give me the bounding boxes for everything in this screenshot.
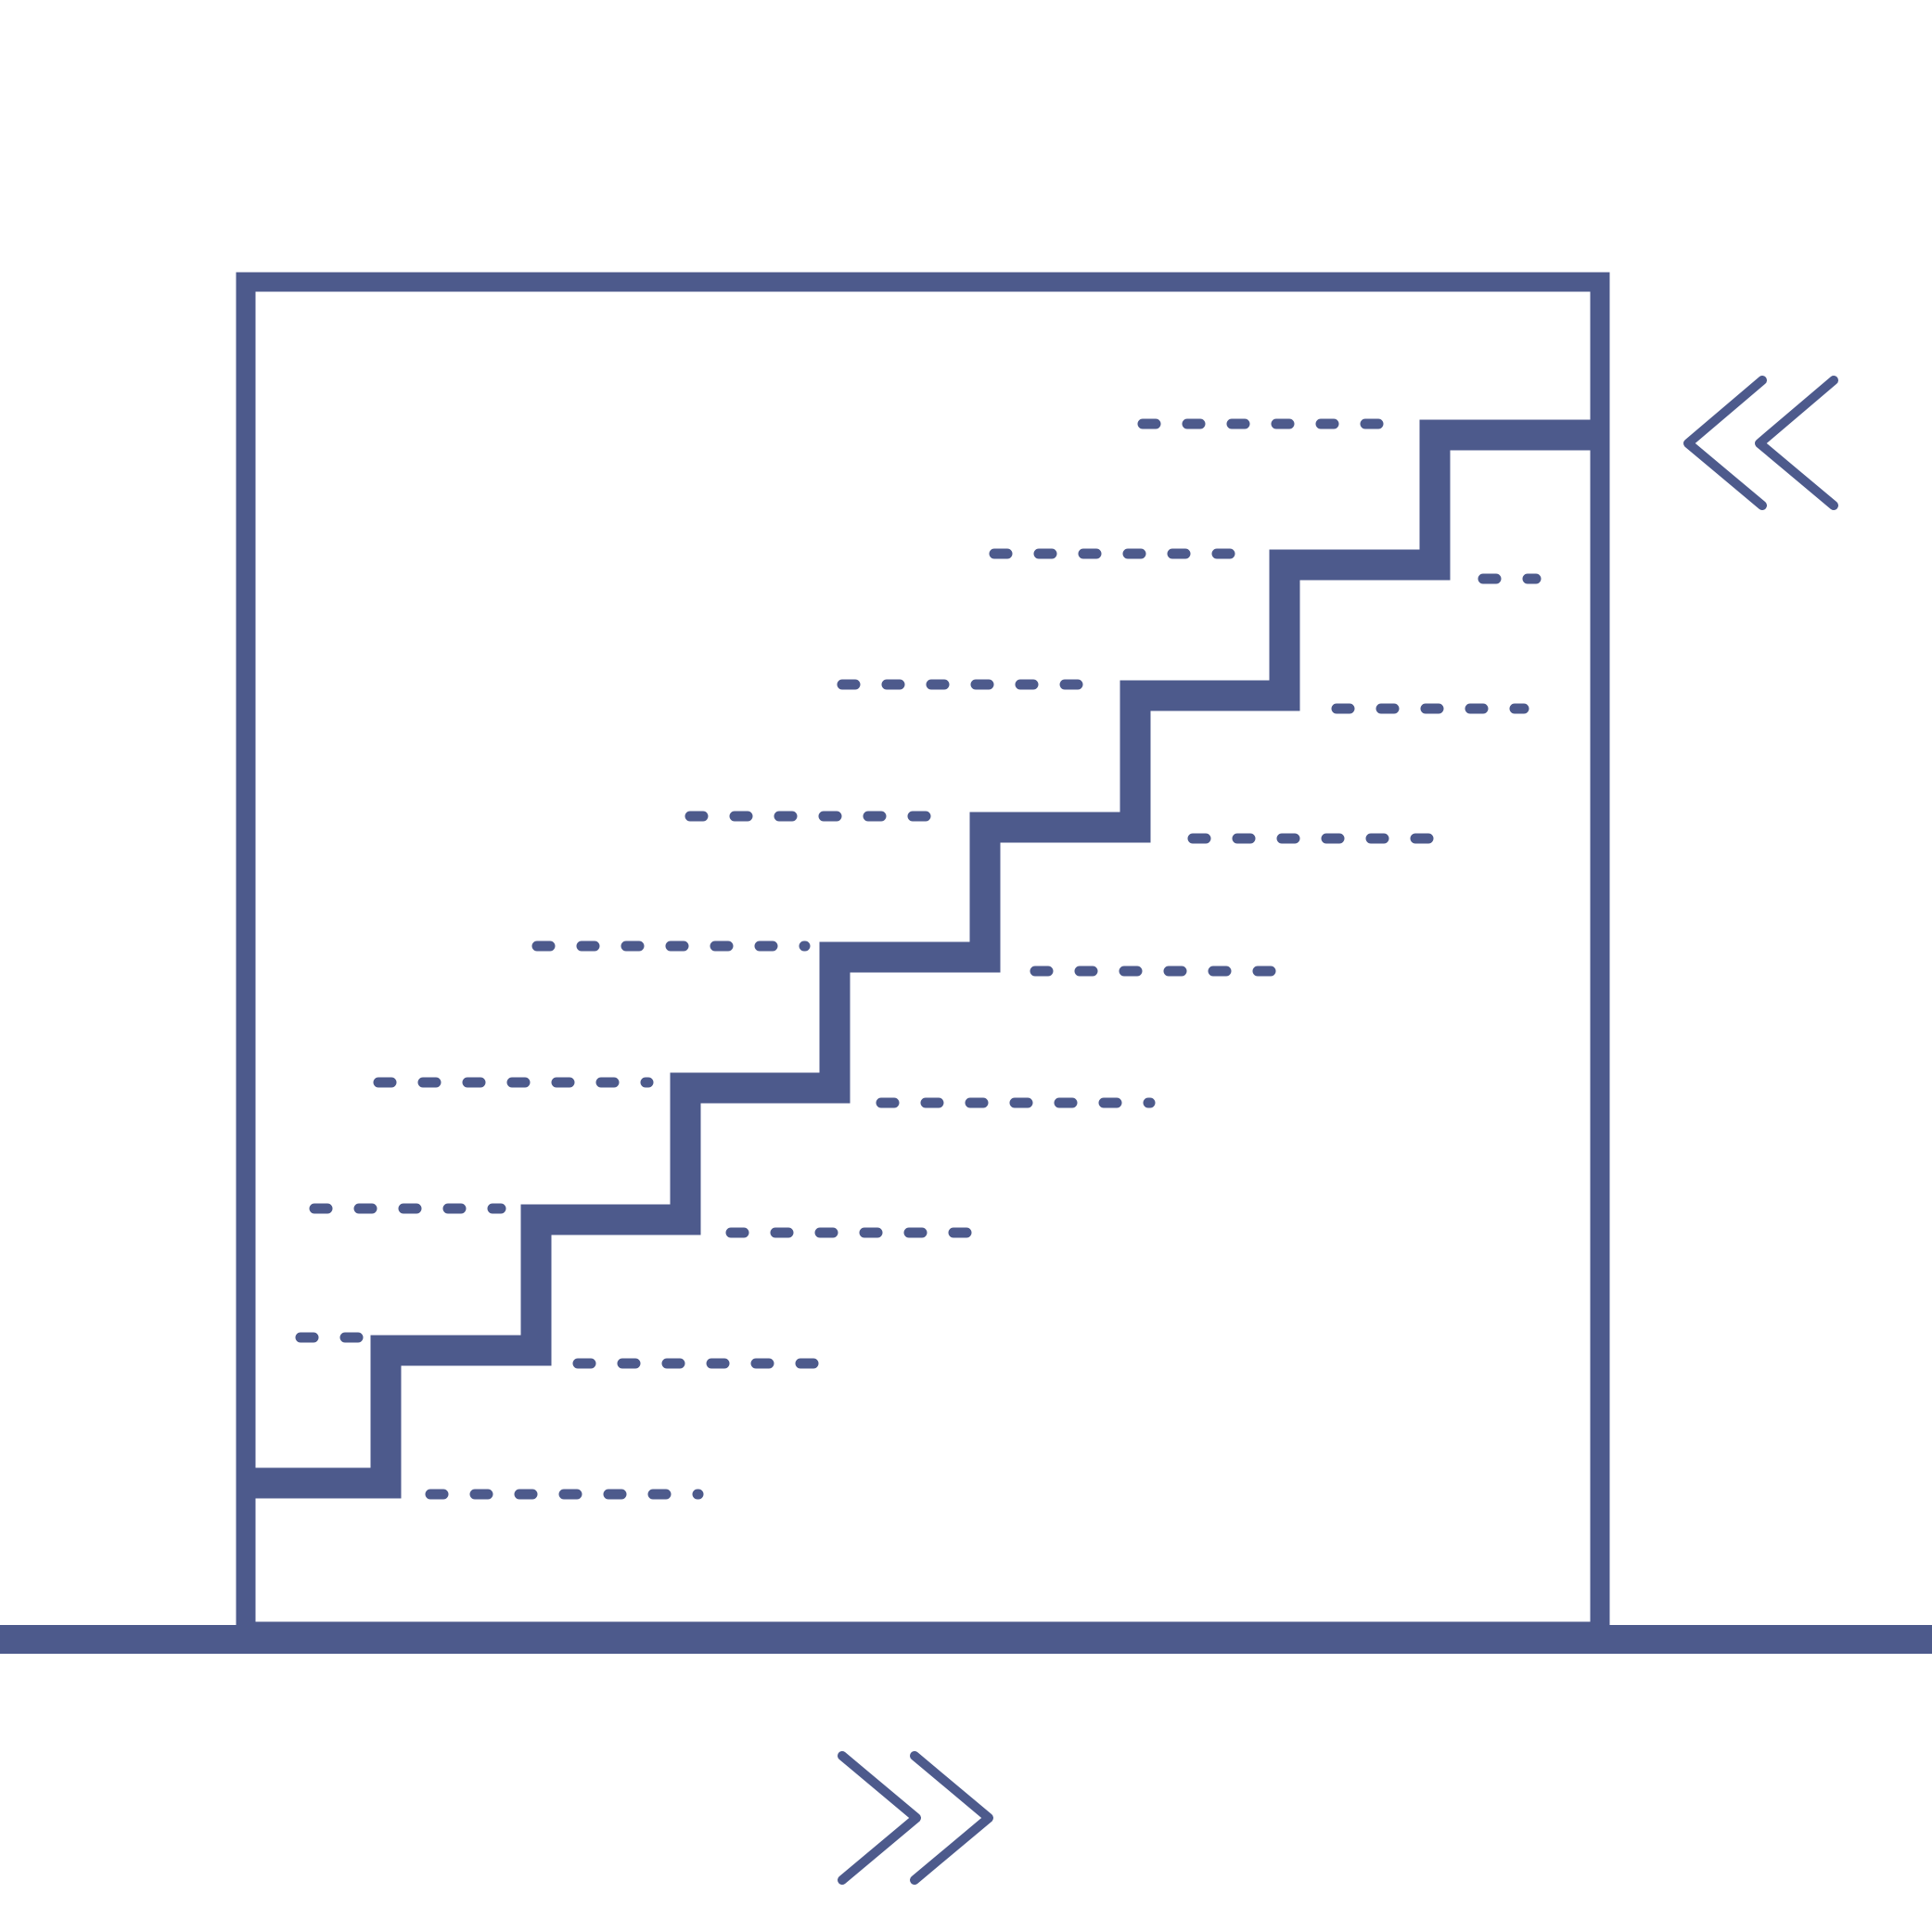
double-chevron-right-icon	[838, 1751, 993, 1885]
frame	[236, 272, 1610, 1642]
riser-dashes-left	[295, 418, 1413, 1343]
riser-dashes-right	[425, 573, 1542, 1500]
double-chevron-left-icon	[1683, 376, 1838, 510]
staircase-profile	[246, 419, 1600, 1499]
